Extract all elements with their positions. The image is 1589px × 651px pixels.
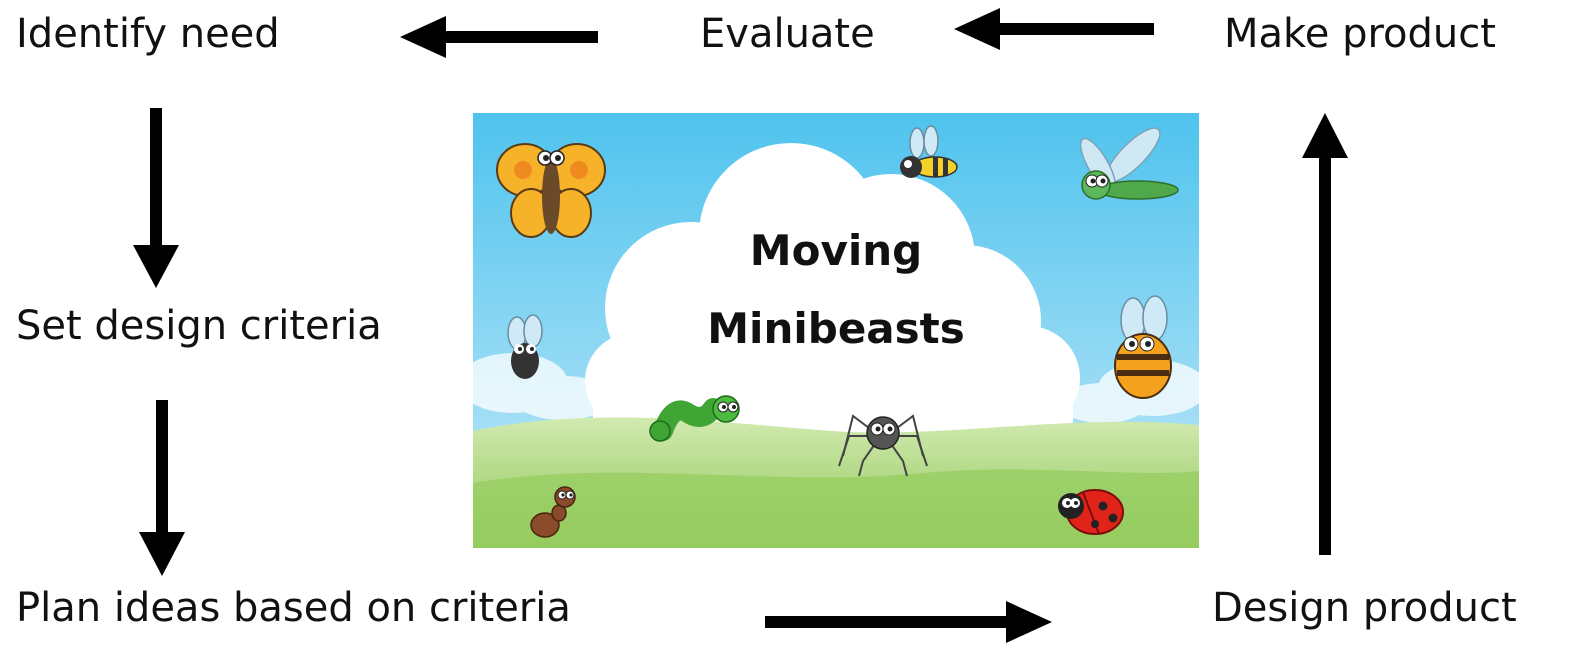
spider-icon — [838, 414, 928, 477]
picture-title-line-2: Minibeasts — [707, 304, 965, 353]
caterpillar-icon — [649, 395, 740, 442]
step-make-product: Make product — [1224, 11, 1496, 57]
bee-small-icon — [900, 125, 958, 178]
fly-icon — [507, 314, 543, 379]
ladybird-icon — [1058, 489, 1124, 535]
step-set-design-criteria: Set design criteria — [16, 303, 382, 349]
arrow-make-to-evaluate — [954, 8, 1154, 50]
arrow-identify-to-set — [133, 108, 179, 288]
dragonfly-icon — [1079, 127, 1179, 200]
moving-minibeasts-picture: Moving Minibeasts — [473, 113, 1199, 548]
arrow-set-to-plan — [139, 400, 185, 576]
butterfly-icon — [496, 143, 606, 238]
arrow-design-to-make — [1302, 113, 1348, 555]
step-evaluate: Evaluate — [700, 11, 875, 57]
step-identify-need: Identify need — [16, 11, 280, 57]
arrow-evaluate-to-identify — [400, 16, 598, 58]
step-plan-ideas: Plan ideas based on criteria — [16, 585, 571, 631]
cloud-shape — [585, 143, 1080, 453]
step-design-product: Design product — [1212, 585, 1517, 631]
ant-icon — [530, 486, 576, 538]
arrow-plan-to-design — [765, 601, 1052, 643]
picture-title-line-1: Moving — [749, 226, 923, 275]
bee-icon — [1114, 295, 1172, 399]
